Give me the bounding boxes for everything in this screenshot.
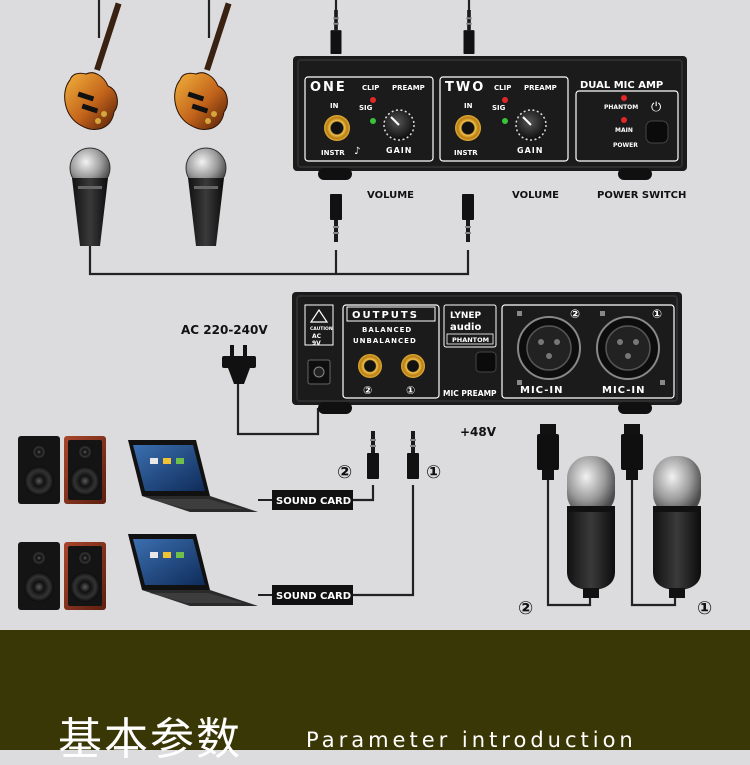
laptop-1 — [128, 440, 258, 512]
cable-soundcard-1 — [352, 485, 375, 502]
mic-in-label-2: MIC-IN — [520, 385, 563, 396]
mic-preamp-label: MIC PREAMP — [443, 389, 497, 398]
plug-top-in-1 — [330, 10, 342, 54]
channel-one-preamp: PREAMP — [392, 84, 425, 92]
power-indicator-label: POWER — [613, 142, 638, 149]
speaker-pair-1 — [18, 436, 106, 504]
dynamic-mic-1 — [69, 147, 111, 246]
phantom-switch-button[interactable] — [475, 351, 497, 373]
channel-two-clip: CLIP — [494, 84, 511, 92]
channel-one-clip: CLIP — [362, 84, 379, 92]
sound-card-2: SOUND CARD — [272, 585, 353, 605]
phantom-label: PHANTOM — [452, 336, 489, 344]
banner-title: 基本参数 — [58, 714, 242, 765]
power-plug-icon — [222, 345, 256, 384]
caption-volume-one: VOLUME — [367, 190, 414, 201]
brand-line-1: LYNEP — [450, 311, 482, 321]
plug-top-in-2 — [463, 10, 475, 54]
channel-one-name: ONE — [310, 80, 347, 95]
ac-label-2: 9V — [312, 340, 321, 347]
guitar-1 — [64, 2, 122, 130]
channel-two-gain: GAIN — [517, 146, 543, 155]
ac-label-1: AC — [312, 333, 322, 340]
laptop-2 — [128, 534, 258, 606]
channel-two-name: TWO — [445, 80, 485, 95]
mic-num-1: ① — [697, 598, 712, 619]
sound-card-1-label: SOUND CARD — [276, 496, 351, 507]
main-led — [621, 117, 627, 123]
output-jack-1[interactable] — [401, 354, 425, 378]
plug-out-2 — [367, 431, 379, 479]
plug-num-1: ① — [426, 462, 441, 483]
output-jack-2[interactable] — [358, 354, 382, 378]
power-symbol-icon: ⏻ — [651, 100, 661, 115]
instr-jack-one[interactable] — [324, 115, 350, 141]
channel-two-sig: SIG — [492, 104, 506, 112]
channel-one-gain: GAIN — [386, 146, 412, 155]
outputs-label: OUTPUTS — [352, 310, 419, 321]
condenser-mic-right — [653, 456, 701, 598]
channel-two-instr: INSTR — [454, 149, 478, 157]
channel-one-sig: SIG — [359, 104, 373, 112]
plug-out-1 — [407, 431, 419, 479]
sound-card-2-label: SOUND CARD — [276, 591, 351, 602]
warning-triangle-icon — [309, 308, 329, 323]
output-num-2: ② — [363, 384, 372, 397]
unbalanced-label: UNBALANCED — [353, 337, 417, 345]
caption-volume-two: VOLUME — [512, 190, 559, 201]
phantom-led — [621, 95, 627, 101]
brand-title: DUAL MIC AMP — [580, 80, 663, 91]
main-indicator-label: MAIN — [615, 127, 633, 134]
caption-power-switch: POWER SWITCH — [597, 190, 686, 201]
xlr-input-1[interactable] — [596, 316, 660, 380]
mic-num-2: ② — [518, 598, 533, 619]
channel-two-preamp: PREAMP — [524, 84, 557, 92]
mic-in-label-1: MIC-IN — [602, 385, 645, 396]
condenser-mic-left — [567, 456, 615, 598]
parameter-banner — [0, 630, 750, 750]
phantom-voltage-label: +48V — [460, 425, 497, 439]
cable-ac — [236, 380, 320, 436]
speaker-pair-2 — [18, 542, 106, 610]
phantom-indicator-label: PHANTOM — [604, 104, 638, 111]
plug-num-2: ② — [337, 462, 352, 483]
xlr-num-1: ① — [652, 307, 662, 321]
cable-soundcard-2 — [352, 485, 415, 597]
banner-subtitle: Parameter introduction — [306, 728, 637, 752]
channel-one-in: IN — [330, 102, 339, 110]
guitar-2 — [174, 2, 232, 130]
sound-card-1: SOUND CARD — [272, 490, 353, 510]
xlr-num-2: ② — [570, 307, 580, 321]
clip-led-two — [502, 97, 508, 103]
balanced-label: BALANCED — [362, 326, 412, 334]
cable-mic-loop — [88, 246, 470, 276]
power-button[interactable] — [645, 120, 669, 144]
xlr-plug-mic-left — [537, 424, 559, 480]
clip-led-one — [370, 97, 376, 103]
plug-vol-1 — [330, 194, 342, 242]
rear-unit: CAUTION AC 9V OUTPUTS BALANCED UNBALANCE… — [292, 292, 682, 414]
top-unit: ONE CLIP PREAMP IN SIG INSTR GAIN ♪ TWO … — [293, 56, 687, 180]
guitar-icon: ♪ — [354, 146, 360, 157]
dynamic-mic-2 — [185, 147, 227, 246]
ac-voltage-label: AC 220-240V — [181, 323, 268, 337]
instr-jack-two[interactable] — [455, 115, 481, 141]
plug-vol-2 — [462, 194, 474, 242]
xlr-plug-mic-right — [621, 424, 643, 480]
sig-led-one — [370, 118, 376, 124]
channel-two-in: IN — [464, 102, 473, 110]
xlr-input-2[interactable] — [517, 316, 581, 380]
caution-label: CAUTION — [310, 326, 333, 332]
brand-line-2: audio — [450, 322, 481, 333]
sig-led-two — [502, 118, 508, 124]
channel-one-instr: INSTR — [321, 149, 345, 157]
output-num-1: ① — [406, 384, 415, 397]
